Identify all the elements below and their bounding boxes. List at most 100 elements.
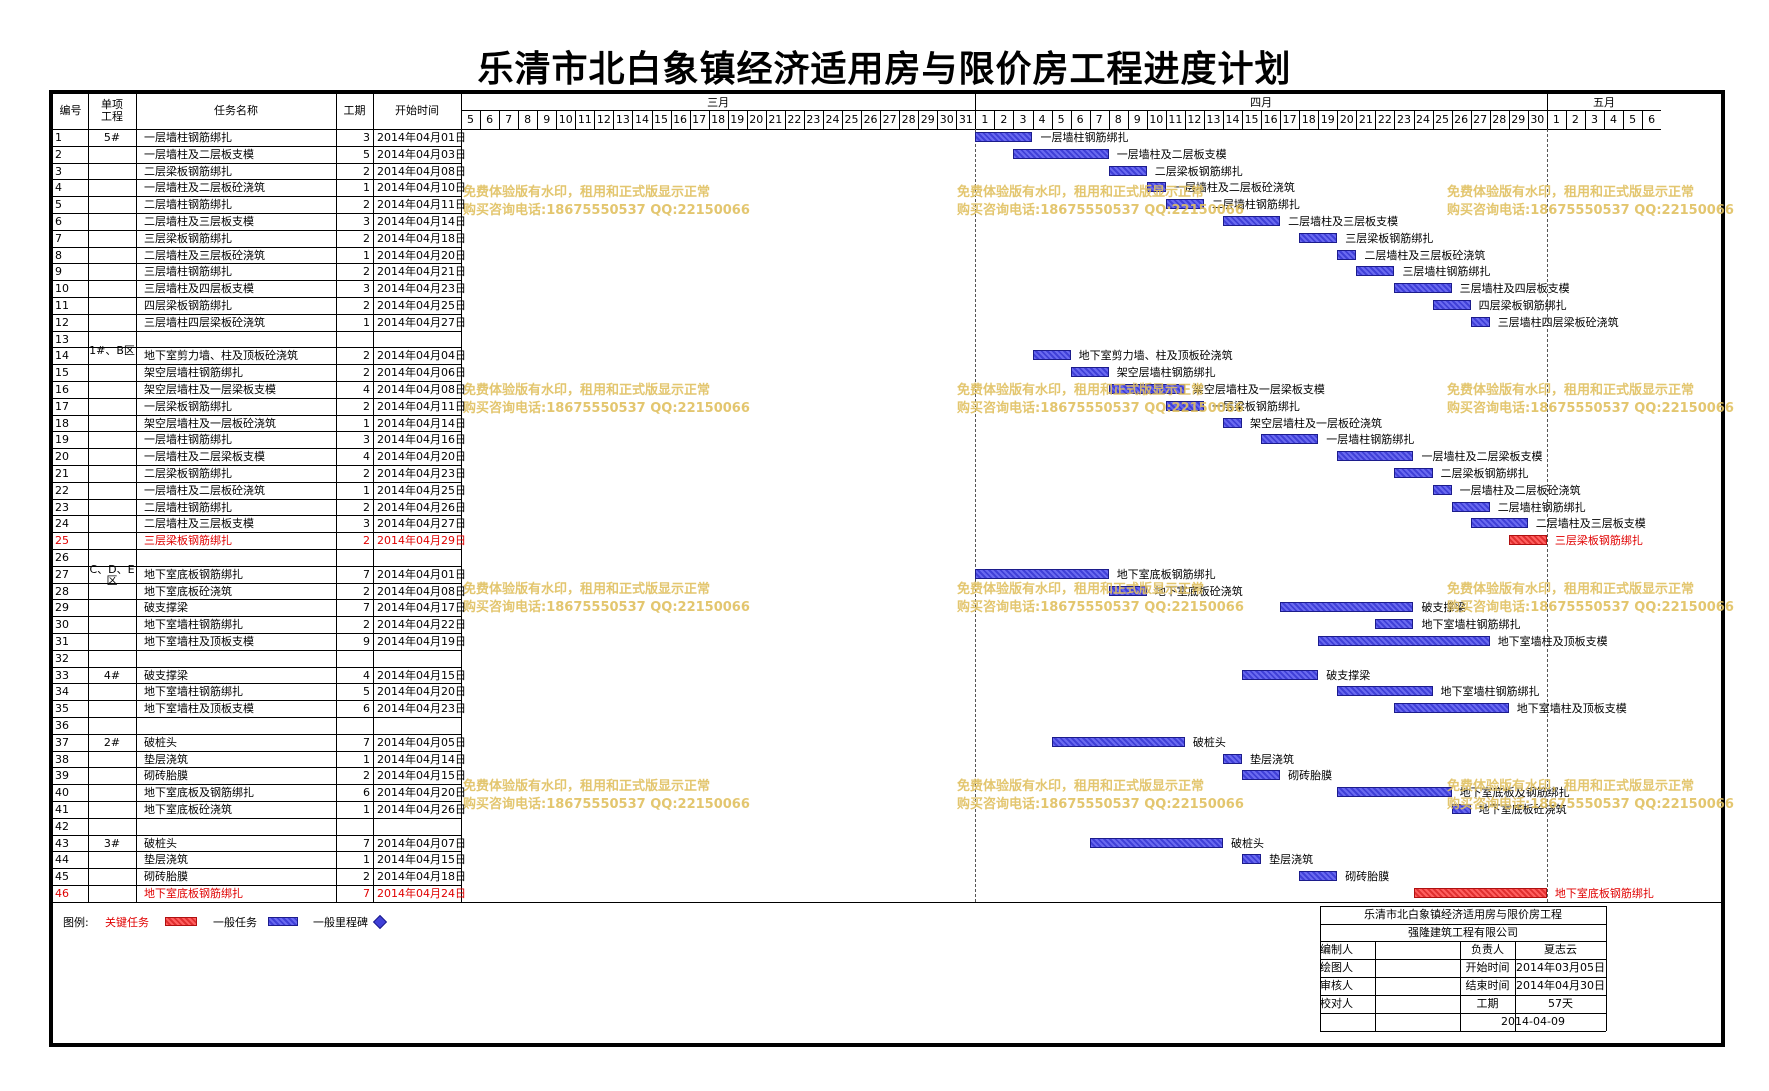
row-start: 2014年04月14日 (377, 416, 466, 430)
task-bar[interactable] (1223, 753, 1243, 764)
task-bar[interactable] (1470, 518, 1528, 529)
task-bar[interactable] (1299, 232, 1338, 243)
task-bar[interactable] (1337, 686, 1433, 697)
task-bar[interactable] (1470, 316, 1490, 327)
task-bar-label: 一层梁板钢筋绑扎 (1211, 399, 1300, 413)
task-bar[interactable] (1223, 417, 1243, 428)
task-bar[interactable] (1375, 619, 1414, 630)
task-bar[interactable] (1280, 602, 1414, 613)
day-divider (1546, 110, 1548, 129)
task-bar[interactable] (1432, 300, 1471, 310)
day-divider (1051, 110, 1053, 129)
row-dur: 2 (363, 366, 370, 380)
row-task: 砌砖胎膜 (144, 870, 188, 884)
task-bar[interactable] (1337, 787, 1452, 798)
row-divider (53, 750, 461, 752)
task-bar[interactable] (1108, 384, 1185, 394)
task-bar[interactable] (1318, 636, 1490, 646)
critical-task-bar[interactable] (1413, 888, 1547, 898)
task-bar[interactable] (1165, 199, 1204, 210)
task-bar[interactable] (1013, 148, 1109, 159)
titleblock-col (1460, 1012, 1461, 1031)
task-bar[interactable] (1165, 400, 1204, 411)
task-bar[interactable] (975, 568, 1109, 579)
row-task: 地下室底板砼浇筑 (144, 803, 232, 816)
task-bar[interactable] (1032, 350, 1071, 361)
task-bar[interactable] (1051, 736, 1185, 747)
table-row[interactable]: 32 (53, 650, 461, 667)
task-bar[interactable] (1356, 266, 1395, 277)
task-bar[interactable] (1451, 804, 1471, 814)
task-bar[interactable] (1223, 216, 1281, 226)
titleblock-col (1460, 994, 1461, 1013)
task-bar[interactable] (1242, 854, 1262, 865)
critical-task-bar[interactable] (1508, 535, 1547, 546)
task-bar[interactable] (1261, 434, 1319, 445)
task-bar[interactable] (1146, 182, 1166, 193)
task-bar[interactable] (1451, 501, 1490, 512)
task-bar[interactable] (1108, 585, 1147, 596)
task-bar[interactable] (975, 132, 1033, 142)
task-bar[interactable] (1432, 484, 1452, 495)
task-bar[interactable] (1394, 468, 1433, 478)
table-row[interactable]: 42 (53, 818, 461, 835)
task-bar[interactable] (1089, 837, 1223, 848)
task-bar[interactable] (1108, 165, 1147, 176)
task-bar[interactable] (1337, 451, 1414, 462)
task-bar[interactable] (1337, 249, 1357, 260)
task-bar[interactable] (1394, 283, 1452, 294)
task-bar[interactable] (1299, 871, 1338, 882)
table-row[interactable]: 36 (53, 717, 461, 734)
task-bar[interactable] (1242, 770, 1281, 781)
row-divider (53, 313, 461, 315)
task-bar-label: 二层墙柱钢筋绑扎 (1211, 198, 1300, 212)
task-bar[interactable] (1394, 703, 1509, 714)
table-row[interactable]: 13 (53, 331, 461, 348)
task-bar[interactable] (1070, 367, 1109, 378)
row-dur (336, 718, 373, 734)
task-bar[interactable] (1242, 669, 1319, 680)
table-row[interactable]: 26 (53, 549, 461, 566)
